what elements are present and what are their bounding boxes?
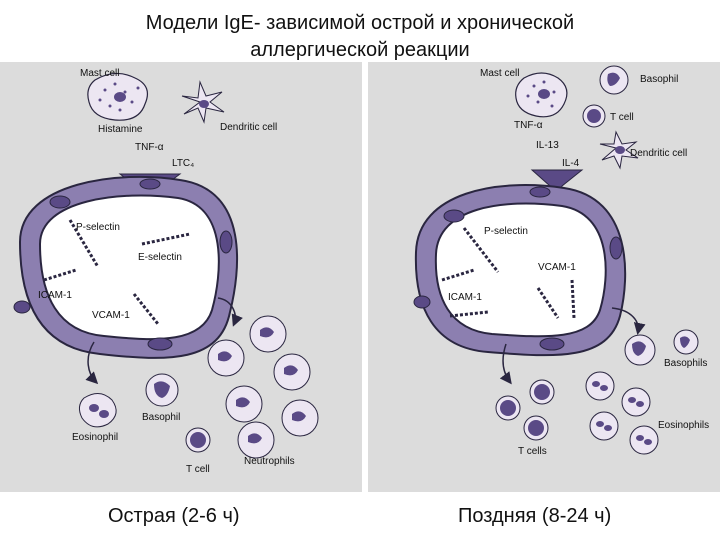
- slide-title-line-2: аллергической реакции: [250, 39, 470, 61]
- mast-cell: [515, 72, 568, 118]
- slide-title: Модели IgE- зависимой острой и хроническ…: [0, 10, 720, 64]
- basophil-label: Basophil: [142, 412, 180, 423]
- late-reaction-caption: Поздняя (8-24 ч): [458, 505, 612, 527]
- migration-arrow-left: [499, 343, 512, 385]
- p-selectin-label: P-selectin: [76, 222, 120, 233]
- mast-cell-label: Mast cell: [480, 68, 519, 79]
- ltc4-label: LTC₄: [172, 158, 194, 169]
- t-cells-cluster: [495, 379, 555, 441]
- icam-1-chain-a: [441, 268, 475, 282]
- tnf-alpha-label: TNF-α: [514, 120, 543, 131]
- late-reaction-diagram: Mast cell Basophil T cell TNF-α IL-13 IL…: [413, 65, 709, 457]
- t-cell-label: T cell: [186, 464, 210, 475]
- t-cells-label: T cells: [518, 446, 547, 457]
- vcam-1-chain-a: [536, 287, 560, 319]
- late-reaction-panel: Mast cell Basophil T cell TNF-α IL-13 IL…: [368, 62, 720, 492]
- slide-title-line-1: Модели IgE- зависимой острой и хроническ…: [145, 12, 575, 34]
- basophils-cluster: [624, 329, 699, 366]
- migration-arrow-right: [217, 297, 243, 327]
- e-selectin-chain: [141, 232, 191, 246]
- vcam-1-label: VCAM-1: [92, 310, 130, 321]
- basophil-cell: [145, 373, 179, 407]
- t-cell-top: [582, 104, 606, 128]
- il-13-label: IL-13: [536, 140, 559, 151]
- dendritic-cell: [181, 80, 225, 124]
- p-selectin-chain: [68, 219, 100, 268]
- t-cell-top-label: T cell: [610, 112, 634, 123]
- mast-cell-label: Mast cell: [80, 68, 119, 79]
- basophil-top-cell: [599, 65, 629, 95]
- p-selectin-chain: [462, 227, 500, 273]
- vcam-1-label: VCAM-1: [538, 262, 576, 273]
- il-4-label: IL-4: [562, 158, 580, 169]
- eosinophils-cluster: [585, 371, 659, 455]
- icam-1-label: ICAM-1: [38, 290, 72, 301]
- basophils-label: Basophils: [664, 358, 707, 369]
- blood-vessel: [13, 175, 239, 359]
- icam-1-chain: [43, 268, 77, 282]
- neutrophils-cluster: [207, 315, 319, 459]
- acute-reaction-panel: Mast cell Dendritic cell Histamine TNF-α…: [0, 62, 362, 492]
- icam-1-label: ICAM-1: [448, 292, 482, 303]
- acute-reaction-caption: Острая (2-6 ч): [108, 505, 240, 527]
- migration-arrow-left: [85, 341, 99, 385]
- basophil-top-label: Basophil: [640, 74, 678, 85]
- vcam-1-chain-b: [570, 279, 576, 319]
- e-selectin-label: E-selectin: [138, 252, 182, 263]
- histamine-label: Histamine: [98, 124, 143, 135]
- blood-vessel: [413, 184, 627, 357]
- icam-1-chain-b: [449, 310, 489, 318]
- eosinophils-label: Eosinophils: [658, 420, 709, 431]
- p-selectin-label: P-selectin: [484, 226, 528, 237]
- migration-arrow-right: [611, 307, 646, 335]
- tnf-alpha-label: TNF-α: [135, 142, 164, 153]
- vcam-1-chain: [132, 293, 160, 325]
- neutrophils-label: Neutrophils: [244, 456, 295, 467]
- dendritic-cell: [599, 130, 639, 170]
- dendritic-cell-label: Dendritic cell: [220, 122, 277, 133]
- acute-reaction-diagram: Mast cell Dendritic cell Histamine TNF-α…: [13, 68, 319, 475]
- eosinophil-cell: [78, 393, 117, 428]
- mast-cell: [87, 72, 148, 121]
- eosinophil-label: Eosinophil: [72, 432, 118, 443]
- dendritic-cell-label: Dendritic cell: [630, 148, 687, 159]
- t-cell: [185, 427, 211, 453]
